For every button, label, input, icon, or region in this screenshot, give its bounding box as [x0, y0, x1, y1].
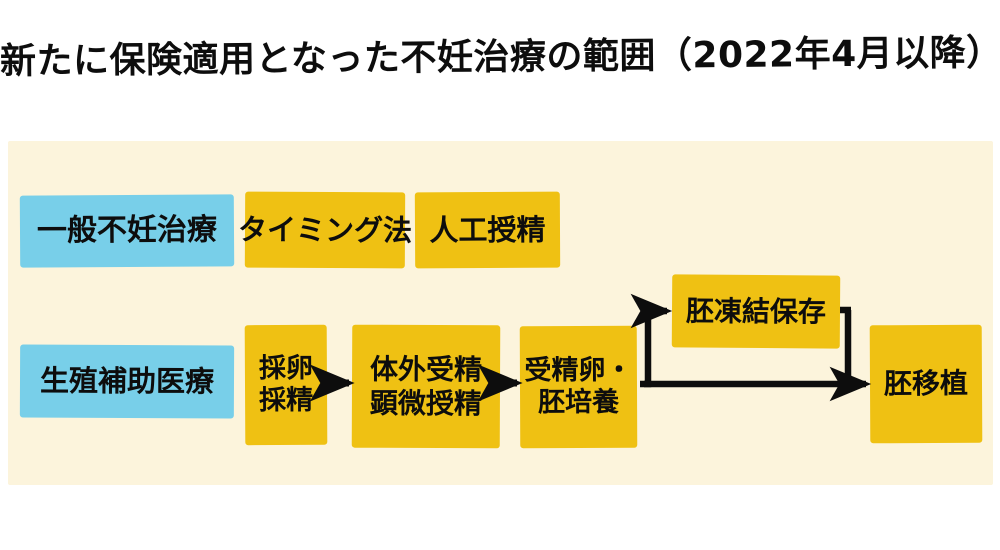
box-label: タイミング法: [237, 212, 413, 248]
treatment-box-fertilized-egg-embryo-culture[interactable]: 受精卵・ 胚培養: [519, 325, 638, 449]
diagram-panel: 一般不妊治療 タイミング法 人工授精 生殖補助医療 採卵 採精 体外受精 顕微授…: [8, 141, 993, 485]
treatment-box-embryo-transfer[interactable]: 胚移植: [869, 324, 983, 444]
box-label-line2: 顕微授精: [369, 386, 482, 420]
box-label: 人工授精: [429, 212, 546, 248]
box-label-line1: 採卵: [258, 352, 313, 385]
treatment-box-egg-sperm-retrieval[interactable]: 採卵 採精: [244, 324, 328, 446]
box-label-line1: 受精卵・: [524, 354, 633, 387]
treatment-box-embryo-cryopreservation[interactable]: 胚凍結保存: [671, 274, 841, 349]
box-label-line2: 採精: [259, 384, 314, 417]
category-box-general-infertility-treatment[interactable]: 一般不妊治療: [19, 194, 235, 268]
box-label: 生殖補助医療: [39, 364, 215, 399]
box-label-line1: 体外受精: [369, 353, 483, 387]
page-title: 新たに保険適用となった不妊治療の範囲（2022年4月以降）: [0, 32, 1000, 83]
box-label: 胚移植: [883, 367, 969, 401]
box-label: 一般不妊治療: [36, 212, 218, 249]
treatment-box-ivf-icsi[interactable]: 体外受精 顕微授精: [351, 324, 501, 449]
treatment-box-timing-method[interactable]: タイミング法: [238, 191, 412, 269]
box-label-line2: 胚培養: [538, 386, 620, 419]
treatment-box-artificial-insemination[interactable]: 人工授精: [414, 191, 561, 269]
category-box-assisted-reproductive-technology[interactable]: 生殖補助医療: [19, 344, 235, 419]
box-label: 胚凍結保存: [685, 294, 827, 329]
